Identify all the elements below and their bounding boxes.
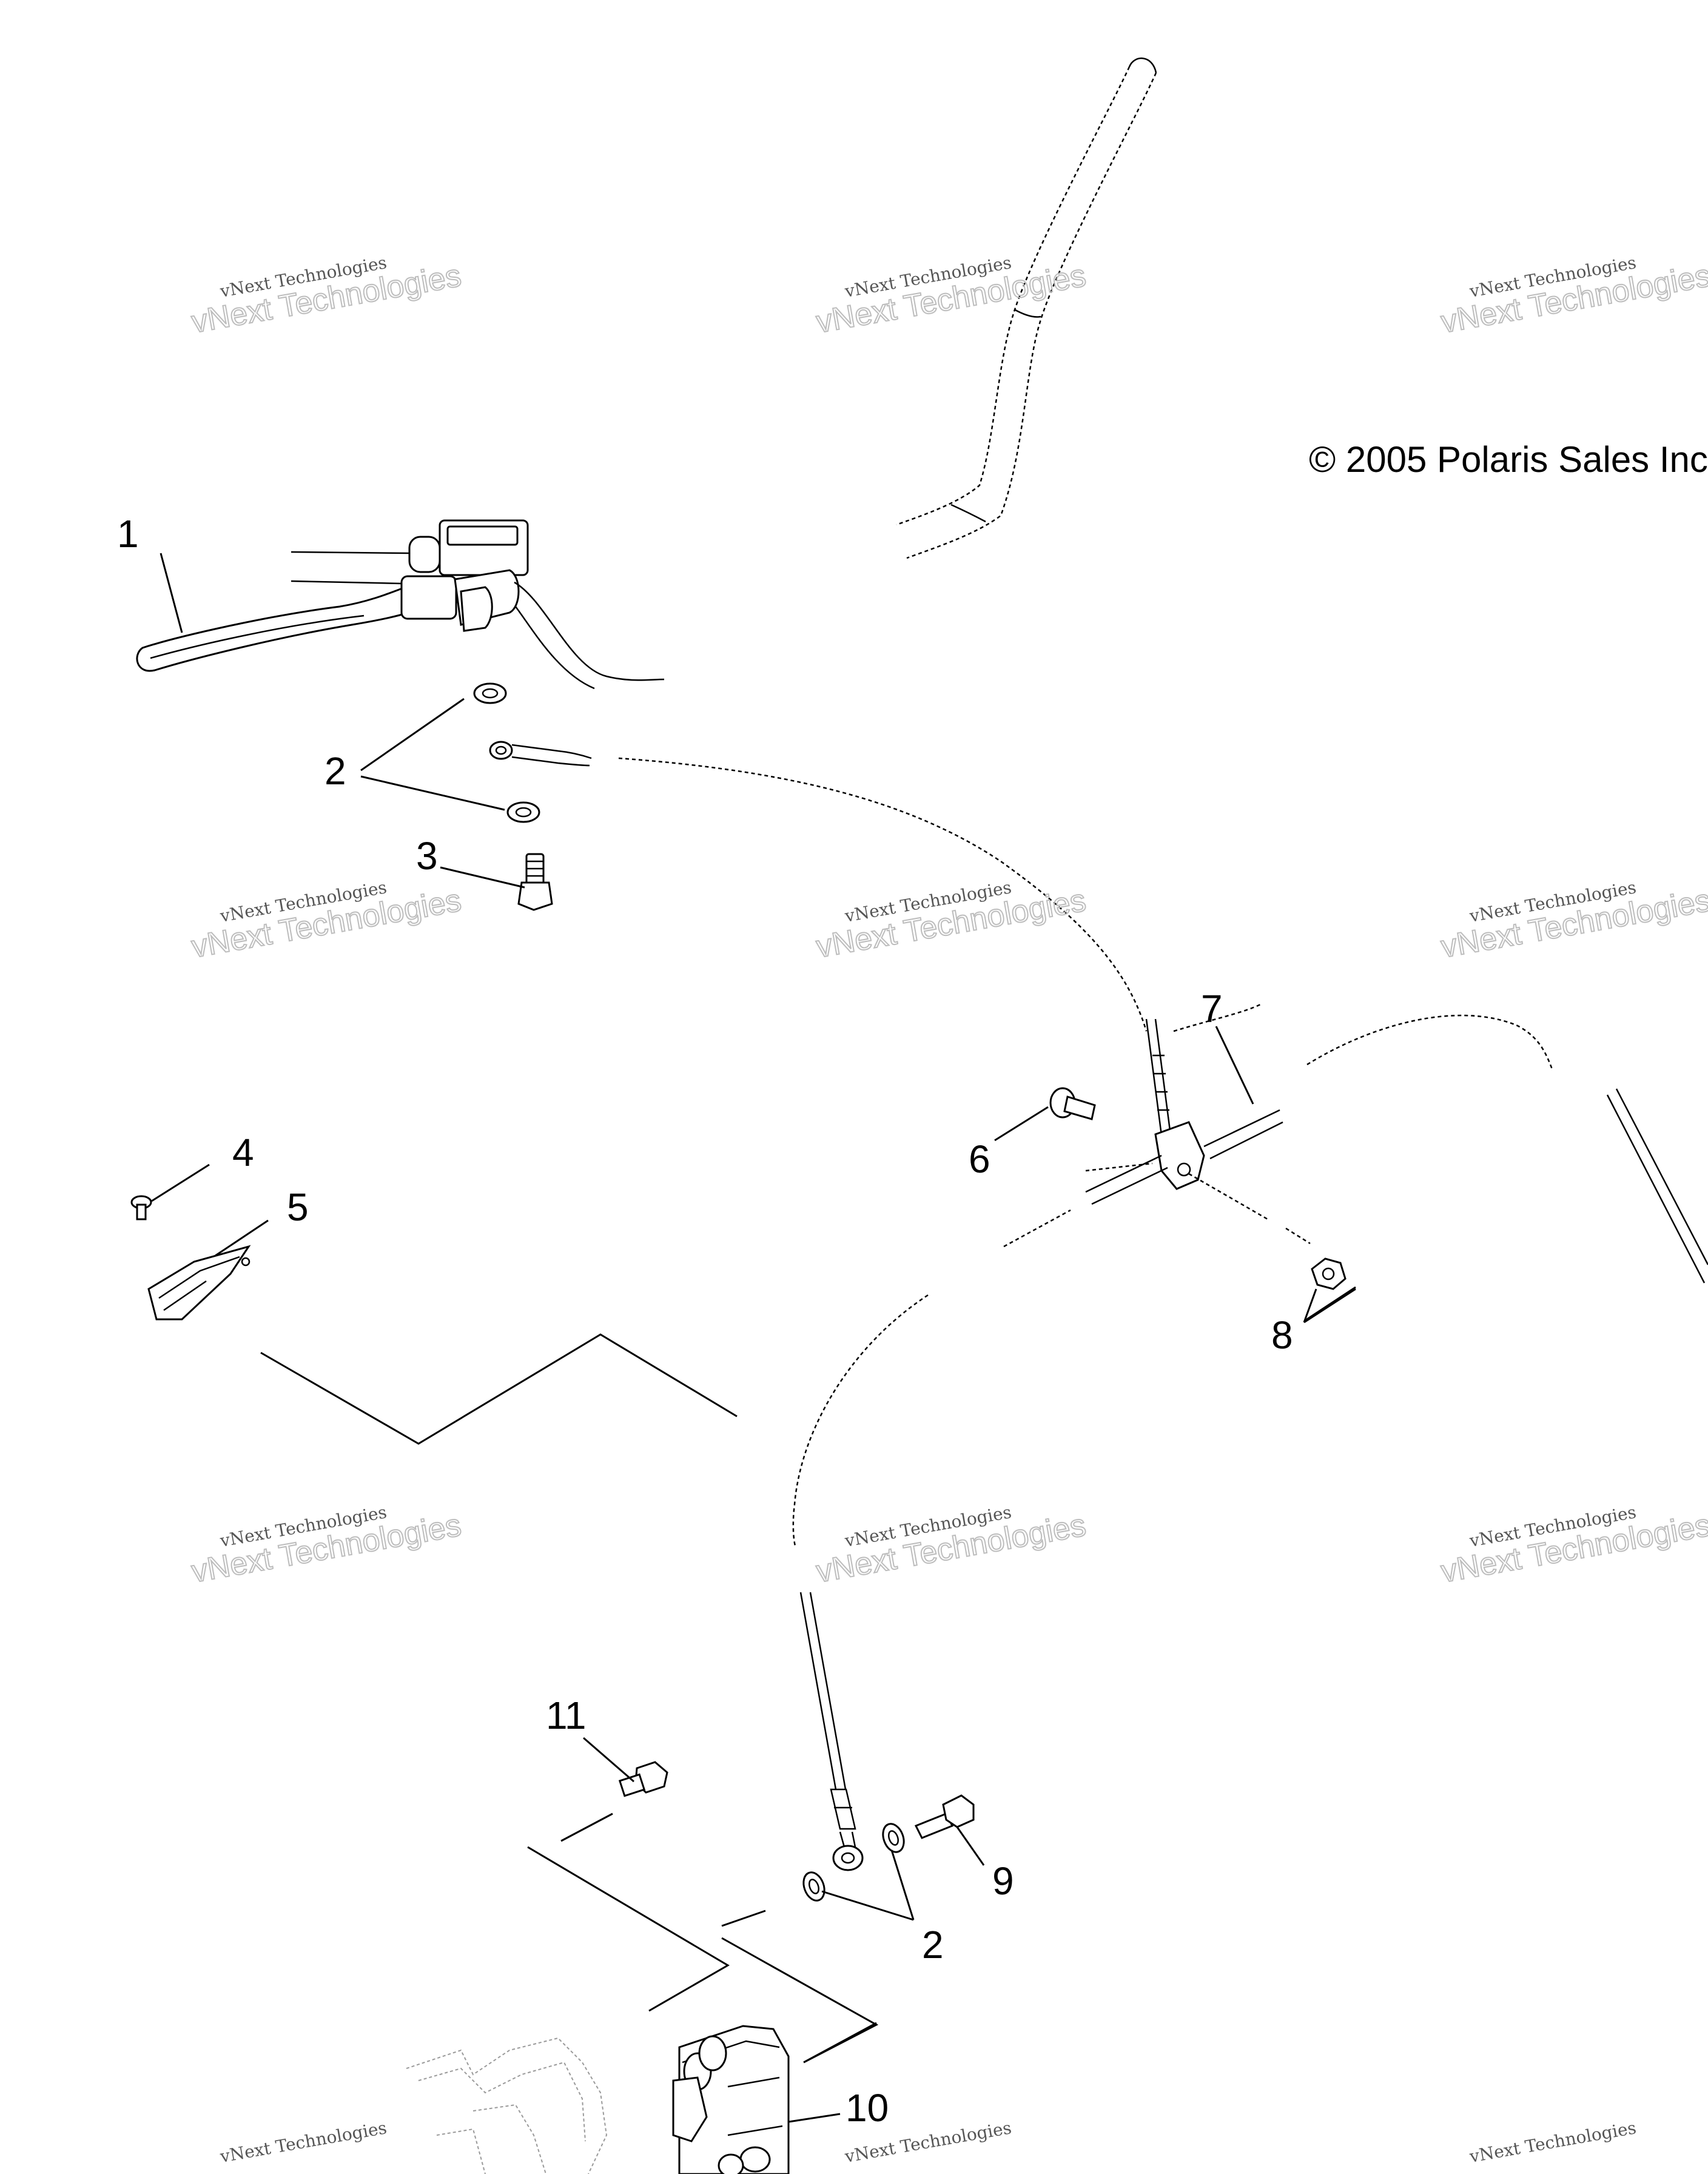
- crush-washers-top: [473, 682, 540, 823]
- callout-9: 9: [992, 1859, 1014, 1903]
- callout-7: 7: [1201, 987, 1223, 1031]
- brake-line-lower: [792, 1294, 929, 1871]
- master-cylinder-assembly: [136, 519, 665, 690]
- watermark: vNext Technologies vNext Technologies: [813, 877, 1089, 966]
- steering-knuckle: [406, 2037, 608, 2174]
- watermark: vNext Technologies: [1468, 2118, 1638, 2167]
- tee-bolt: [1049, 1087, 1096, 1120]
- watermark: vNext Technologies vNext Technologies: [1438, 252, 1708, 341]
- line-clamp: [147, 1245, 251, 1321]
- callout-2-top: 2: [324, 749, 346, 793]
- callout-4: 4: [232, 1131, 254, 1174]
- callout-11: 11: [546, 1694, 586, 1737]
- leader-caliper-path: [527, 1812, 879, 2064]
- callout-3: 3: [416, 834, 438, 878]
- callout-8: 8: [1271, 1313, 1293, 1357]
- watermark-grid: vNext Technologies vNext Technologies vN…: [189, 252, 1708, 2167]
- watermark: vNext Technologies: [218, 2118, 389, 2167]
- watermark-line1: vNext Technologies: [218, 2118, 389, 2167]
- brake-caliper: [672, 2025, 790, 2174]
- watermark: vNext Technologies vNext Technologies: [1438, 1502, 1708, 1590]
- watermark: vNext Technologies vNext Technologies: [189, 877, 465, 966]
- brake-line-tee: [1003, 1014, 1708, 1284]
- watermark: vNext Technologies vNext Technologies: [813, 252, 1089, 341]
- watermark: vNext Technologies vNext Technologies: [813, 1502, 1089, 1590]
- leader-clamp-path: [260, 1333, 738, 1445]
- callout-5: 5: [287, 1185, 309, 1229]
- watermark-line1: vNext Technologies: [1468, 2118, 1638, 2167]
- watermark: vNext Technologies vNext Technologies: [189, 1502, 465, 1590]
- tee-nut: [1311, 1257, 1347, 1290]
- screw-small: [130, 1195, 152, 1220]
- watermark: vNext Technologies vNext Technologies: [189, 252, 465, 341]
- watermark: vNext Technologies vNext Technologies: [1438, 877, 1708, 966]
- callout-6: 6: [969, 1137, 990, 1181]
- callout-1: 1: [117, 512, 139, 556]
- banjo-bolt-bottom: [914, 1794, 975, 1839]
- copyright-notice: © 2005 Polaris Sales Inc: [1309, 439, 1708, 480]
- callout-10: 10: [846, 2086, 889, 2130]
- crush-washers-bottom: [802, 1823, 905, 1902]
- caliper-mount-bolt: [618, 1761, 668, 1797]
- callout-2-bottom: 2: [922, 1923, 944, 1967]
- brake-line-upper: [489, 741, 1262, 1032]
- callout-leaders: [151, 553, 1356, 2123]
- handlebar: [896, 57, 1157, 559]
- banjo-bolt-top: [517, 853, 553, 911]
